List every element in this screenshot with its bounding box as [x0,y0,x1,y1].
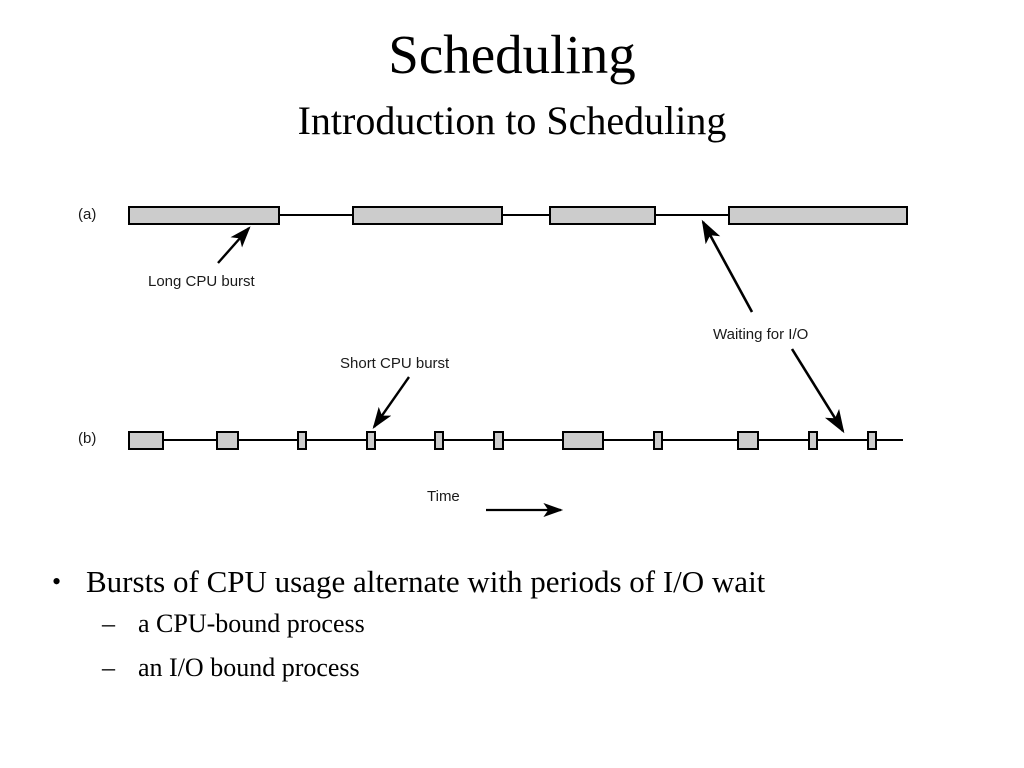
row-b-burst-block [216,430,239,450]
arrow-long-cpu-burst [217,226,251,264]
arrow-waiting-for-io-row-b [790,348,845,434]
row-a-burst-block [728,205,908,225]
bullet-item: • Bursts of CPU usage alternate with peri… [40,562,990,602]
page-subtitle: Introduction to Scheduling [297,98,727,143]
annotation-time: Time [427,488,460,505]
row-b-burst-block [653,430,663,450]
arrow-short-cpu-burst [372,376,410,429]
row-b-burst-block [366,430,376,450]
bullet-marker: – [102,609,115,638]
row-b-burst-block [493,430,504,450]
row-b-burst-block [562,430,604,450]
row-a-burst-block [352,205,503,225]
row-a-burst-block [128,205,280,225]
row-b-axis-line [128,439,903,441]
annotation-waiting-for-io: Waiting for I/O [713,326,809,343]
row-b-burst-block [128,430,164,450]
bullet-item: –an I/O bound process [40,646,990,690]
row-b-burst-block [867,430,877,450]
row-b-tag: (b) [78,430,97,447]
bullet-item: –a CPU-bound process [40,602,990,646]
row-a-burst-block [549,205,656,225]
annotation-long-cpu-burst: Long CPU burst [148,273,255,290]
bullet-list: • Bursts of CPU usage alternate with peri… [40,562,990,690]
row-b-burst-block [434,430,444,450]
bullet-text: a CPU-bound process [138,609,365,638]
bullet-marker: – [102,653,115,682]
row-b-burst-block [737,430,759,450]
arrow-waiting-for-io-row-a [701,219,754,313]
bullet-marker: • [52,567,62,596]
row-a-axis-line [128,214,908,216]
bullet-text: Bursts of CPU usage alternate with perio… [86,564,766,599]
bullet-text: an I/O bound process [138,653,360,682]
row-a-tag: (a) [78,206,97,223]
row-b-burst-block [297,430,307,450]
page-title: Scheduling [388,24,636,85]
row-b-burst-block [808,430,818,450]
annotation-short-cpu-burst: Short CPU burst [340,355,450,372]
